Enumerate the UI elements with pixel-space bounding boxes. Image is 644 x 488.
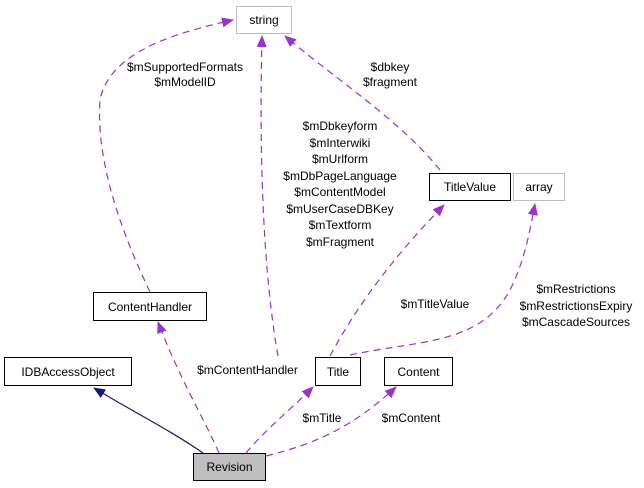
edge-revision-title bbox=[245, 386, 314, 454]
node-contenthandler[interactable]: ContentHandler bbox=[93, 292, 207, 321]
label-line: $fragment bbox=[362, 75, 418, 89]
edge-title-string bbox=[256, 35, 279, 357]
node-string[interactable]: string bbox=[236, 6, 292, 34]
label-line: $mTextform bbox=[308, 218, 372, 232]
label-line: $mRestrictionsExpiry bbox=[519, 298, 633, 313]
label-line: $mUserCaseDBKey bbox=[286, 201, 394, 216]
node-revision[interactable]: Revision bbox=[193, 453, 266, 481]
label-line: $dbkey bbox=[370, 60, 410, 74]
node-content[interactable]: Content bbox=[384, 357, 453, 386]
label-line: $mTitle bbox=[302, 411, 342, 425]
label-line: $mSupportedFormats bbox=[126, 60, 244, 74]
node-titlevalue[interactable]: TitleValue bbox=[429, 173, 511, 201]
edge-label-revision-contenthandler: $mContentHandler bbox=[185, 363, 310, 378]
label-line: $mDbkeyform bbox=[302, 119, 378, 133]
edge-revision-content bbox=[265, 386, 397, 457]
label-line: $mContent bbox=[381, 411, 441, 425]
label-line: $mContentHandler bbox=[197, 363, 298, 377]
label-line: $mContentModel bbox=[294, 185, 386, 199]
edge-label-title-titlevalue: $mTitleValue bbox=[390, 297, 480, 312]
label-line: $mUrlform bbox=[312, 152, 368, 166]
edge-label-titlevalue-string: $dbkey $fragment bbox=[350, 60, 430, 90]
edge-contenthandler-string bbox=[98, 17, 234, 293]
label-line: $mModelID bbox=[154, 75, 216, 89]
label-line: $mRestrictions bbox=[536, 282, 616, 296]
edge-titlevalue-string bbox=[284, 35, 441, 171]
edge-revision-idbaccessobject bbox=[93, 387, 204, 454]
edge-label-revision-content: $mContent bbox=[374, 411, 448, 426]
edge-title-array bbox=[349, 203, 538, 356]
node-idbaccessobject[interactable]: IDBAccessObject bbox=[4, 357, 132, 386]
edge-label-revision-title: $mTitle bbox=[292, 411, 352, 426]
edge-label-title-string: $mDbkeyform $mInterwiki $mUrlform $mDbPa… bbox=[270, 118, 410, 250]
node-title[interactable]: Title bbox=[315, 357, 361, 386]
edge-label-contenthandler-string: $mSupportedFormats $mModelID bbox=[120, 60, 250, 90]
node-array[interactable]: array bbox=[513, 173, 565, 201]
edge-revision-contenthandler bbox=[157, 321, 220, 454]
label-line: $mCascadeSources bbox=[521, 315, 631, 329]
label-line: $mFragment bbox=[305, 234, 375, 249]
label-line: $mInterwiki bbox=[309, 135, 371, 150]
label-line: $mTitleValue bbox=[400, 297, 470, 311]
edge-label-title-array: $mRestrictions $mRestrictionsExpiry $mCa… bbox=[508, 281, 644, 331]
label-line: $mDbPageLanguage bbox=[283, 168, 397, 183]
